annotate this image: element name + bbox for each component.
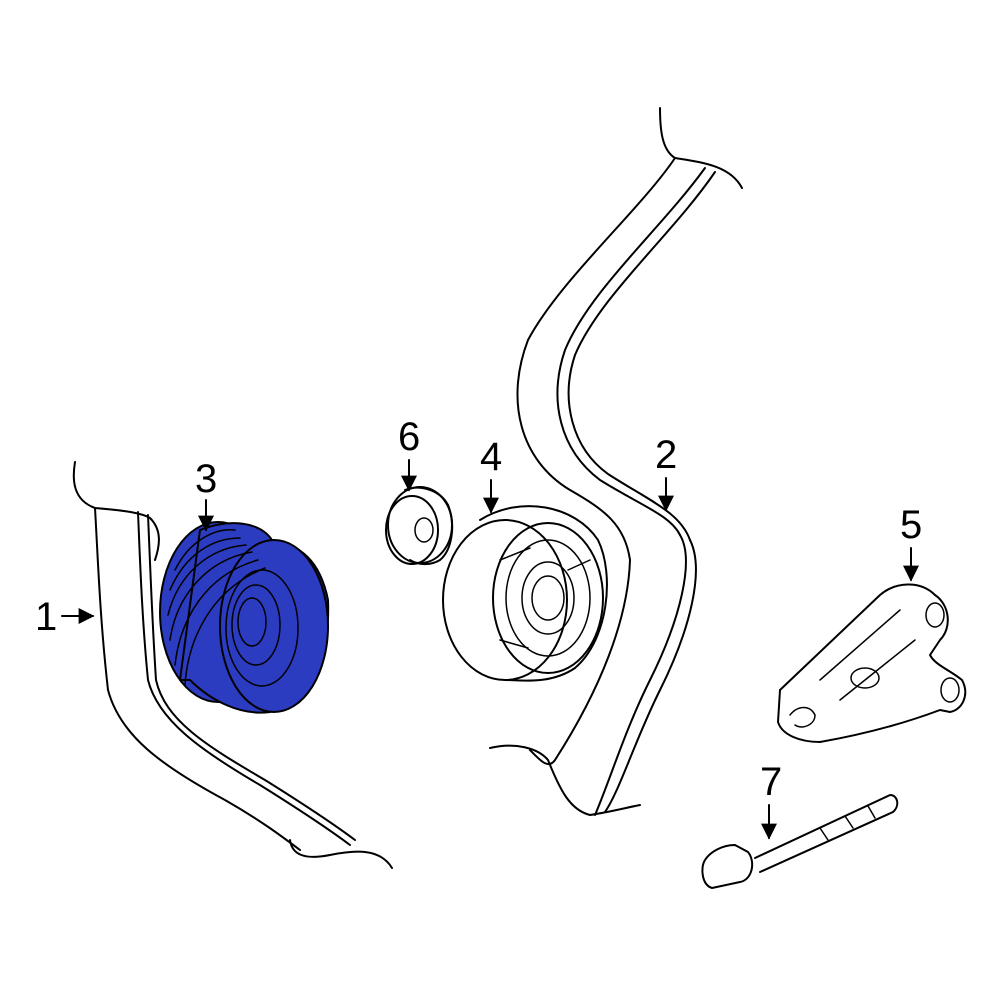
- callout-7-label: 7: [760, 760, 782, 804]
- belt-left-run[interactable]: [72, 461, 393, 869]
- alternator-pulley[interactable]: [159, 521, 330, 714]
- callout-5-label: 5: [900, 503, 922, 547]
- callout-3-label: 3: [195, 457, 217, 501]
- idler-bracket[interactable]: [777, 583, 967, 743]
- callout-6-label: 6: [398, 415, 420, 459]
- callout-1-label: 1: [35, 595, 57, 639]
- bolt[interactable]: [701, 794, 899, 889]
- belt-right-run[interactable]: [489, 107, 743, 816]
- pulley-cap[interactable]: [385, 486, 454, 566]
- callout-4-label: 4: [480, 435, 502, 479]
- callout-2-label: 2: [655, 433, 677, 477]
- idler-pulley[interactable]: [442, 505, 608, 682]
